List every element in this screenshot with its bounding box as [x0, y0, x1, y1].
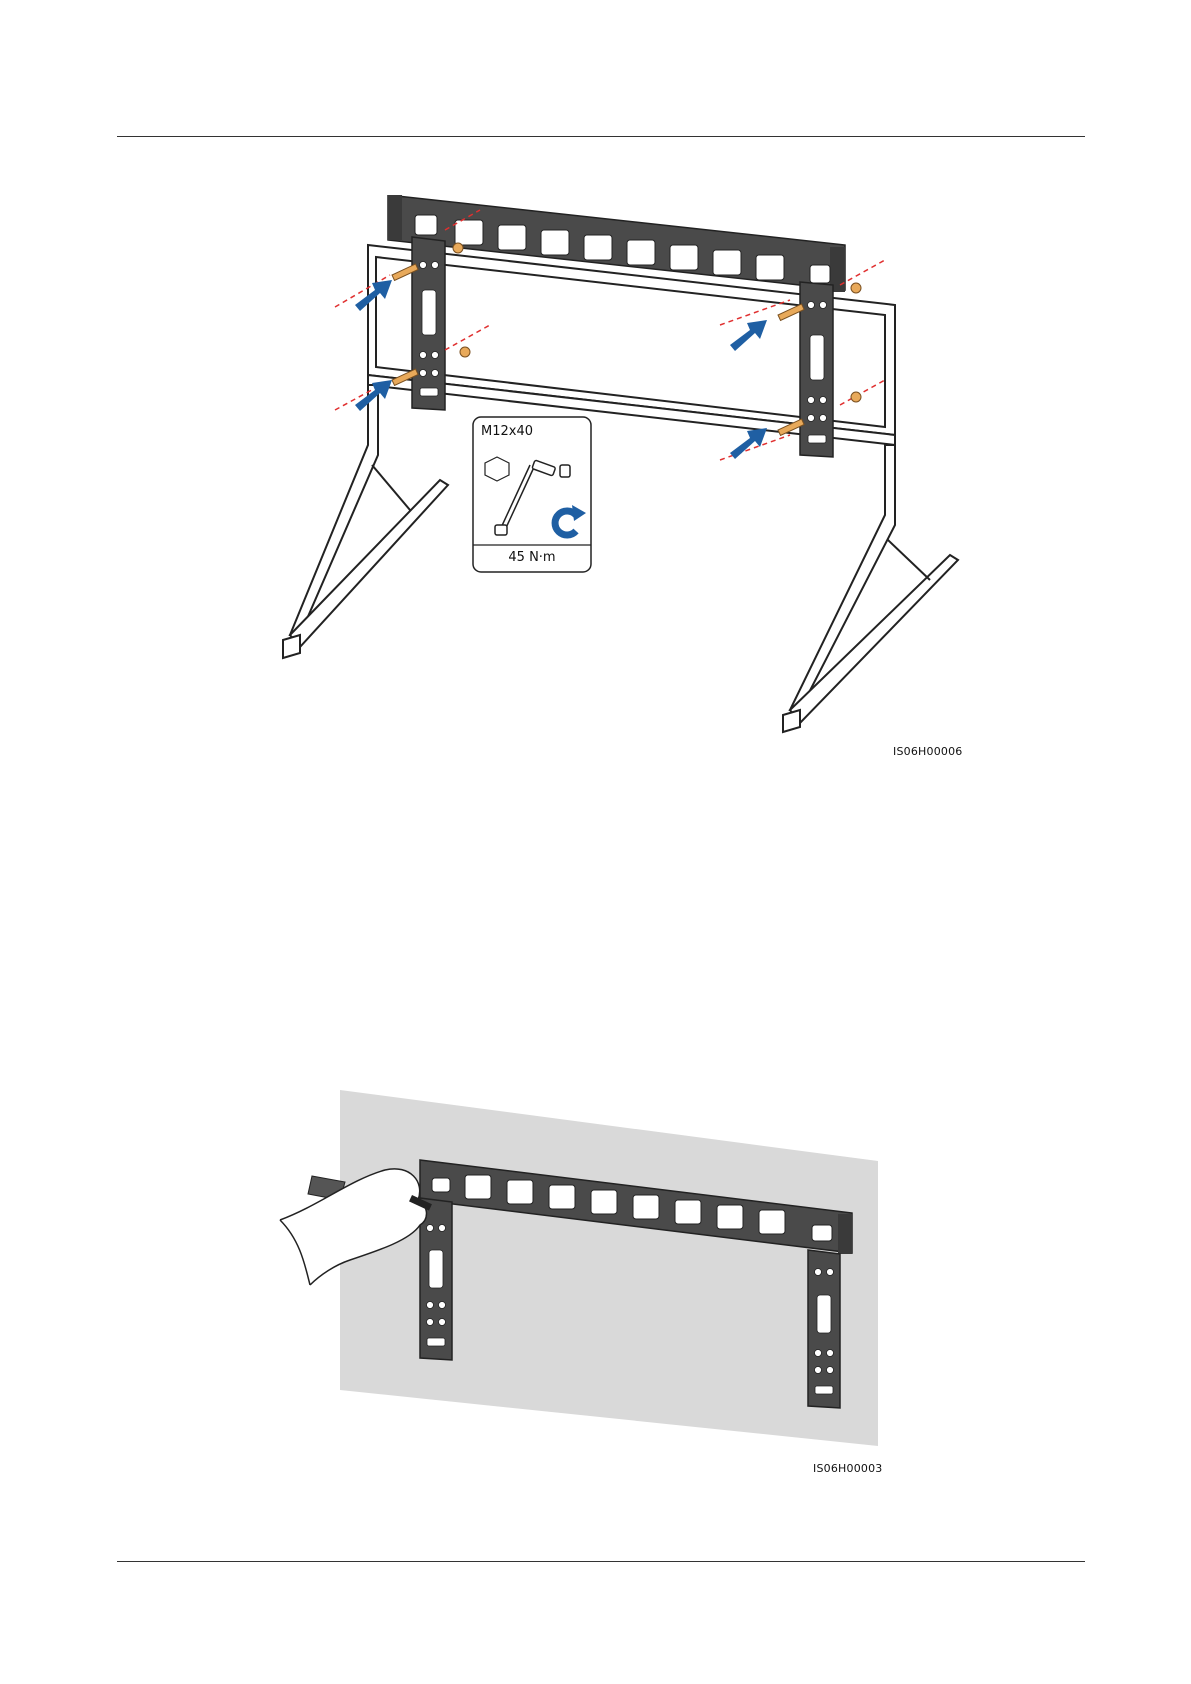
- footer-rule: [117, 1561, 1085, 1562]
- hex-bolt-icon: [485, 457, 509, 481]
- figure-bracket-on-wall: [0, 1090, 1191, 1450]
- figure-id-1: IS06H00006: [893, 745, 963, 758]
- bracket-frame-illustration: [0, 195, 1191, 755]
- bolt-spec-label: M12x40: [481, 424, 533, 439]
- torque-label: 45 N·m: [473, 550, 591, 565]
- header-rule: [117, 136, 1085, 137]
- support-frame: [283, 245, 958, 732]
- figure-bracket-on-frame: M12x40 45 N·m: [0, 195, 1191, 755]
- figure-id-2: IS06H00003: [813, 1462, 883, 1475]
- bracket-wall-illustration: [0, 1090, 1191, 1450]
- torque-callout: [473, 417, 591, 572]
